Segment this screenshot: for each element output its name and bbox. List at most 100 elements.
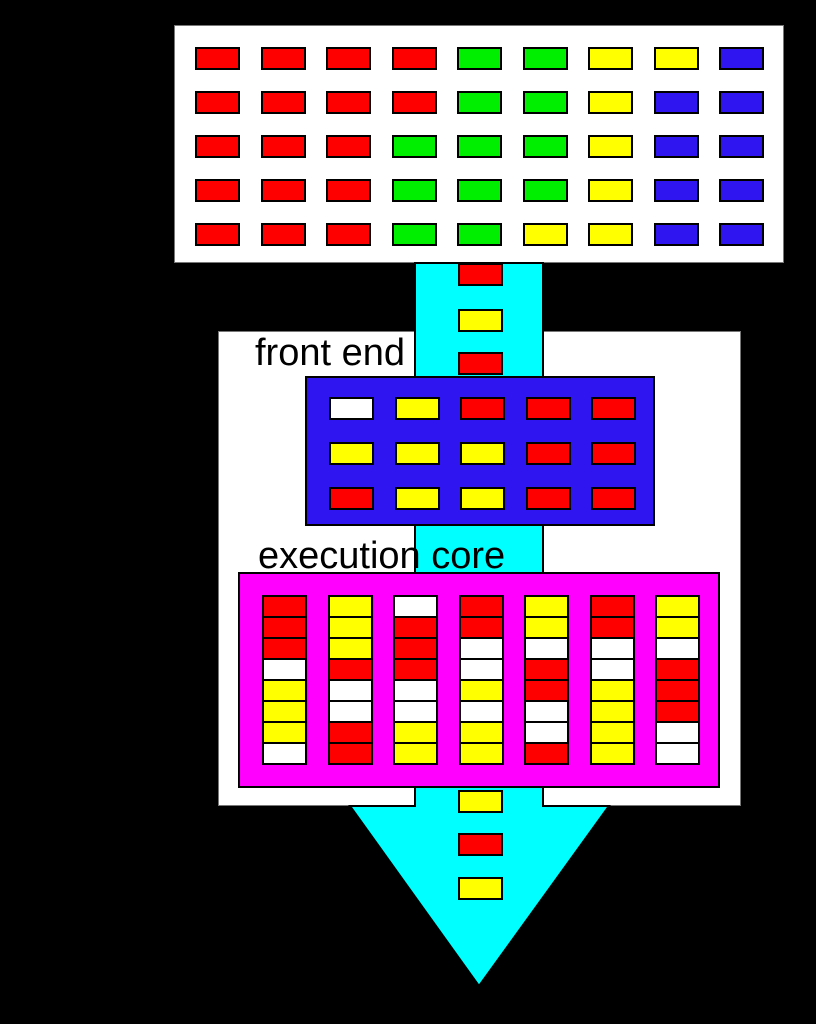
instruction-cell	[262, 595, 307, 618]
execution-core-label: execution core	[258, 535, 506, 577]
instruction-cell	[589, 742, 635, 765]
instruction-cell	[329, 442, 374, 465]
instruction-cell	[262, 721, 307, 744]
instruction-cell	[326, 223, 371, 246]
instruction-cell	[589, 700, 635, 723]
instruction-cell	[655, 742, 700, 765]
instruction-cell	[327, 616, 373, 639]
instruction-cell	[262, 679, 307, 702]
instruction-stream-box	[174, 25, 784, 263]
instruction-cell	[262, 742, 307, 765]
execution-port-column	[327, 595, 373, 765]
instruction-cell	[327, 700, 373, 723]
instruction-cell	[719, 47, 764, 70]
instruction-cell	[393, 742, 438, 765]
instruction-cell	[394, 397, 440, 420]
instruction-cell	[393, 679, 438, 702]
instruction-cell	[329, 487, 374, 510]
instruction-cell	[655, 700, 700, 723]
instruction-cell	[327, 721, 373, 744]
instruction-cell	[589, 679, 635, 702]
instruction-cell	[458, 309, 503, 332]
instruction-cell	[260, 135, 306, 158]
instruction-cell	[719, 135, 764, 158]
instruction-cell	[591, 397, 636, 420]
instruction-cell	[525, 442, 571, 465]
instruction-cell	[458, 637, 504, 660]
instruction-cell	[260, 91, 306, 114]
instruction-cell	[391, 135, 437, 158]
instruction-cell	[260, 47, 306, 70]
execution-port-column	[262, 595, 307, 765]
instruction-cell	[719, 223, 764, 246]
instruction-cell	[588, 223, 633, 246]
instruction-cell	[458, 790, 503, 813]
instruction-cell	[326, 179, 371, 202]
instruction-cell	[589, 616, 635, 639]
instruction-cell	[457, 91, 502, 114]
instruction-cell	[393, 700, 438, 723]
instruction-cell	[458, 679, 504, 702]
instruction-cell	[195, 179, 240, 202]
execution-port-column	[458, 595, 504, 765]
instruction-cell	[262, 700, 307, 723]
instruction-cell	[655, 595, 700, 618]
instruction-cell	[719, 91, 764, 114]
instruction-cell	[457, 223, 502, 246]
instruction-cell	[655, 658, 700, 681]
instruction-cell	[391, 47, 437, 70]
instruction-cell	[589, 595, 635, 618]
instruction-cell	[393, 658, 438, 681]
instruction-cell	[394, 442, 440, 465]
instruction-cell	[329, 397, 374, 420]
instruction-cell	[195, 47, 240, 70]
instruction-cell	[522, 179, 568, 202]
instruction-cell	[458, 616, 504, 639]
instruction-cell	[262, 637, 307, 660]
instruction-cell	[327, 679, 373, 702]
instruction-cell	[524, 721, 569, 744]
instruction-cell	[522, 223, 568, 246]
instruction-cell	[460, 397, 505, 420]
instruction-cell	[653, 135, 699, 158]
instruction-cell	[719, 179, 764, 202]
instruction-cell	[458, 877, 503, 900]
instruction-cell	[326, 47, 371, 70]
instruction-cell	[522, 47, 568, 70]
instruction-cell	[195, 223, 240, 246]
instruction-cell	[326, 135, 371, 158]
instruction-cell	[458, 721, 504, 744]
instruction-cell	[327, 595, 373, 618]
instruction-cell	[524, 637, 569, 660]
instruction-cell	[457, 179, 502, 202]
instruction-cell	[195, 91, 240, 114]
instruction-cell	[588, 91, 633, 114]
instruction-cell	[588, 135, 633, 158]
instruction-cell	[391, 179, 437, 202]
instruction-cell	[262, 616, 307, 639]
instruction-cell	[457, 135, 502, 158]
instruction-cell	[327, 637, 373, 660]
instruction-cell	[327, 742, 373, 765]
instruction-cell	[393, 721, 438, 744]
instruction-cell	[394, 487, 440, 510]
instruction-cell	[262, 658, 307, 681]
instruction-cell	[457, 47, 502, 70]
instruction-cell	[655, 637, 700, 660]
instruction-cell	[655, 616, 700, 639]
instruction-cell	[260, 223, 306, 246]
instruction-cell	[524, 742, 569, 765]
instruction-cell	[653, 91, 699, 114]
instruction-cell	[524, 679, 569, 702]
instruction-cell	[525, 487, 571, 510]
instruction-cell	[458, 700, 504, 723]
instruction-cell	[326, 91, 371, 114]
execution-port-column	[393, 595, 438, 765]
execution-port-column	[524, 595, 569, 765]
instruction-cell	[327, 658, 373, 681]
execution-port-column	[589, 595, 635, 765]
instruction-cell	[393, 595, 438, 618]
instruction-cell	[460, 442, 505, 465]
instruction-cell	[458, 263, 503, 286]
instruction-cell	[522, 91, 568, 114]
